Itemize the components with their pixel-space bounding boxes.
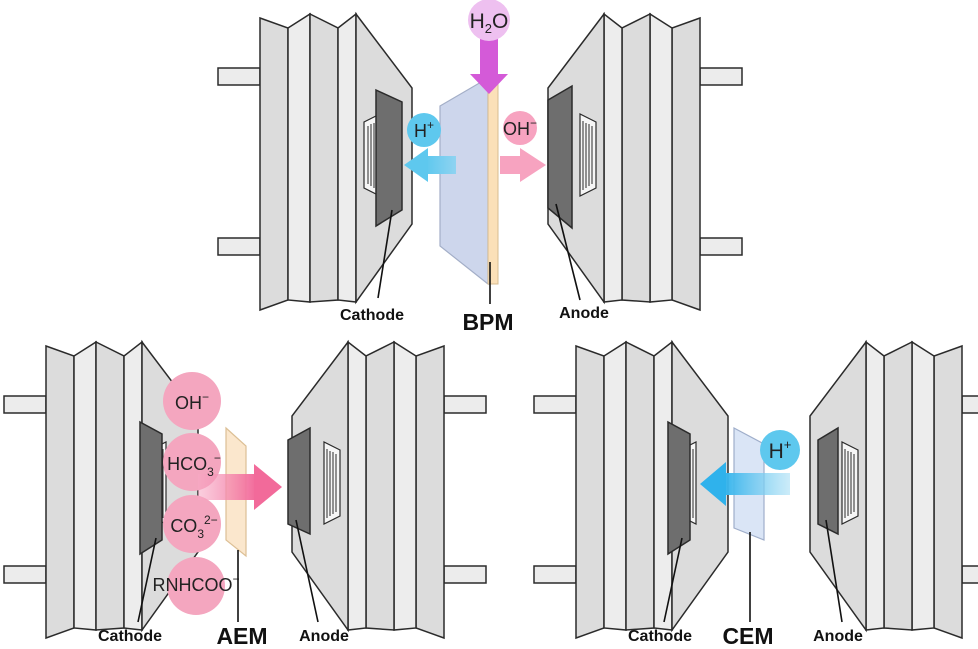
bpm-panel: H2O H+ OH− Cathode BPM Anode: [217, 0, 743, 335]
ion-label: RNHCOO−: [152, 572, 239, 595]
cathode-electrode: [667, 420, 691, 556]
water-bubble: [468, 0, 510, 41]
anode-electrode: [547, 84, 573, 230]
anode-electrode: [287, 426, 311, 536]
anode-leader-line: [555, 203, 581, 301]
aem-panel: OH− HCO3− CO32− RNHCOO− Cathode AEM Anod…: [3, 341, 487, 649]
proton-arrow: [404, 148, 456, 182]
cathode-leader-line: [377, 209, 393, 299]
hydroxide-arrow: [500, 148, 546, 182]
anode-label: Anode: [559, 305, 609, 322]
cathode-electrode: [139, 420, 163, 556]
cem-panel: H+ Cathode CEM Anode: [533, 341, 978, 649]
cathode-leader-line: [137, 537, 157, 623]
anode-electrode: [817, 426, 839, 536]
water-label: H2O: [470, 10, 509, 36]
anode-cell-stack: [547, 13, 743, 311]
bipolar-membrane: [439, 76, 499, 286]
anode-label: Anode: [299, 628, 349, 645]
anion-bubble: [163, 495, 221, 553]
anion-bubble: [163, 372, 221, 430]
anode-label: Anode: [813, 628, 863, 645]
proton-bubble: [760, 430, 800, 470]
membrane-label: BPM: [462, 309, 513, 335]
proton-bubble: [407, 113, 441, 147]
ion-label: CO32−: [170, 513, 217, 541]
hydroxide-bubble: [503, 111, 537, 145]
hydroxide-label: OH−: [503, 116, 537, 139]
cathode-label: Cathode: [340, 307, 404, 324]
proton-arrow: [700, 462, 790, 506]
ion-label: HCO3−: [167, 451, 221, 479]
proton-label: H+: [414, 118, 434, 141]
anode-cell-stack: [291, 341, 487, 639]
anode-leader-line: [295, 519, 319, 623]
ion-label: OH−: [175, 390, 209, 413]
anode-leader-line: [825, 519, 843, 623]
anion-arrow: [198, 464, 282, 510]
proton-label: H+: [769, 437, 792, 463]
membrane-label: CEM: [722, 623, 773, 649]
water-feed-arrow: [470, 36, 508, 94]
cathode-cell-stack: [533, 341, 729, 639]
cathode-leader-line: [663, 537, 683, 623]
cathode-label: Cathode: [628, 628, 692, 645]
membrane-label: AEM: [216, 623, 267, 649]
anion-bubble: [167, 557, 225, 615]
cathode-label: Cathode: [98, 628, 162, 645]
cathode-electrode: [375, 88, 403, 228]
